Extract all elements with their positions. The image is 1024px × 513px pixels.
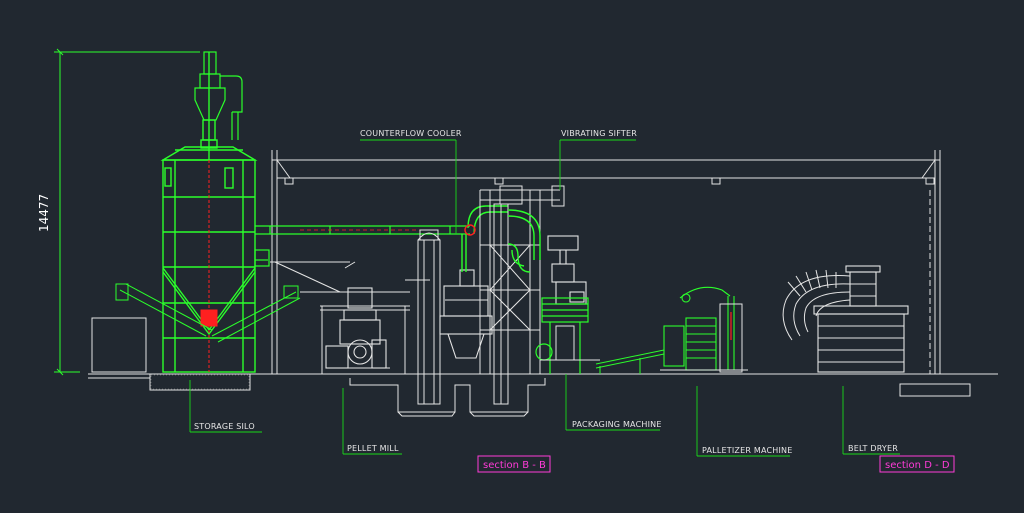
inclined-conveyor-left <box>115 283 213 337</box>
palletizer-machine <box>663 286 735 371</box>
counterflow-cooler <box>439 269 493 359</box>
foundation-hatch <box>150 374 250 390</box>
silo-discharge-valve <box>200 309 218 327</box>
belt-dryer <box>813 265 909 373</box>
inclined-conveyor-right <box>211 285 301 343</box>
bag-conveyor <box>595 349 665 374</box>
ground-line <box>88 373 998 417</box>
label-packaging-machine: PACKAGING MACHINE <box>572 420 662 429</box>
label-leaders <box>189 139 900 457</box>
cooler-green-duct <box>461 205 508 272</box>
label-storage-silo: STORAGE SILO <box>194 422 255 431</box>
packaging-machine-body <box>540 325 600 361</box>
pellet-mill-platform <box>270 261 430 374</box>
vibrating-sifter <box>547 235 587 305</box>
label-vibrating-sifter: VIBRATING SIFTER <box>561 129 637 138</box>
pellet-mill <box>325 287 390 369</box>
section-tag-b-text: section B - B <box>483 460 546 471</box>
building-frame <box>271 150 941 374</box>
process-tower <box>479 185 565 374</box>
section-tag-d: section D - D <box>879 455 955 473</box>
label-belt-dryer: BELT DRYER <box>848 444 898 453</box>
intake-hopper <box>91 317 147 373</box>
cyclone-separator <box>194 51 243 140</box>
bucket-elevator-2 <box>493 203 509 405</box>
cooler-red-fitting <box>464 224 476 236</box>
palletizer-frame <box>660 303 748 373</box>
height-dimension <box>54 48 200 376</box>
belt-dryer-fan-duct <box>782 269 851 341</box>
bucket-elevator-1 <box>417 229 441 405</box>
label-counterflow-cooler: COUNTERFLOW COOLER <box>360 129 462 138</box>
sifter-feed-duct <box>507 209 541 273</box>
packaging-machine <box>535 297 589 374</box>
label-palletizer-machine: PALLETIZER MACHINE <box>702 446 792 455</box>
height-dimension-value: 14477 <box>37 194 51 232</box>
section-tag-d-text: section D - D <box>885 460 950 471</box>
section-tag-b: section B - B <box>477 455 551 473</box>
label-pellet-mill: PELLET MILL <box>347 444 399 453</box>
